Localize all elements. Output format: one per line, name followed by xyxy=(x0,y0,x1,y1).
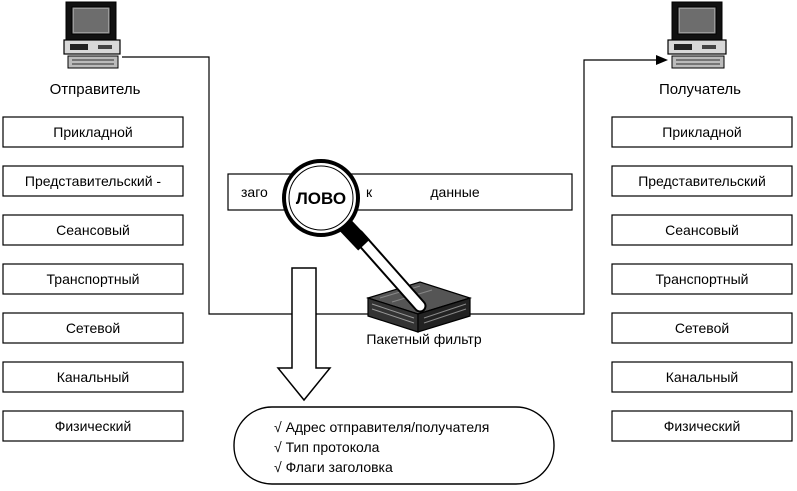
receiver-layer-box xyxy=(611,312,793,344)
magnifier-icon xyxy=(282,159,427,313)
sender-layer-box xyxy=(2,165,184,197)
sender-computer-icon xyxy=(63,1,121,69)
down-arrow-icon xyxy=(276,267,332,402)
packet-payload: данные xyxy=(430,184,479,200)
sender-layer-label: Сеансовый xyxy=(56,222,130,238)
sender-layer-label: Транспортный xyxy=(47,271,140,287)
sender-title: Отправитель xyxy=(50,81,141,98)
receiver-layer-box xyxy=(611,116,793,148)
receiver-layer-label: Канальный xyxy=(666,369,739,385)
connection-line xyxy=(122,55,668,315)
receiver-layer-box xyxy=(611,263,793,295)
sender-layer-label: Физический xyxy=(55,418,132,434)
sender-layer-label: Канальный xyxy=(57,369,130,385)
receiver-layer-label: Представительский xyxy=(638,173,766,189)
receiver-layer-box xyxy=(611,361,793,393)
receiver-layer-box xyxy=(611,410,793,442)
packet-filter-label: Пакетный фильтр xyxy=(366,331,481,347)
sender-layer-label: Представительский - xyxy=(25,173,161,189)
checks-oval xyxy=(233,406,555,485)
sender-layer-box xyxy=(2,410,184,442)
packet-header-right: к xyxy=(366,184,373,200)
receiver-layer-label: Физический xyxy=(664,418,741,434)
check-item: √ Флаги заголовка xyxy=(274,459,393,475)
magnifier-text: ЛОВО xyxy=(296,189,346,208)
check-item: √ Тип протокола xyxy=(274,439,380,455)
packet-bar xyxy=(227,173,573,211)
receiver-layer-label: Сетевой xyxy=(675,320,729,336)
connection-arrow-icon xyxy=(656,55,668,65)
receiver-layer-stack: ПрикладнойПредставительскийСеансовыйТран… xyxy=(611,116,793,442)
receiver-title: Получатель xyxy=(659,81,741,98)
receiver-computer-icon xyxy=(667,1,727,69)
sender-layer-box xyxy=(2,312,184,344)
receiver-layer-label: Транспортный xyxy=(656,271,749,287)
check-item: √ Адрес отправителя/получателя xyxy=(274,419,489,435)
receiver-layer-label: Прикладной xyxy=(662,124,741,140)
receiver-layer-box xyxy=(611,214,793,246)
sender-layer-box xyxy=(2,116,184,148)
packet-header-left: заго xyxy=(241,184,268,200)
sender-layer-label: Прикладной xyxy=(53,124,132,140)
sender-layer-box xyxy=(2,361,184,393)
sender-layer-label: Сетевой xyxy=(66,320,120,336)
sender-layer-box xyxy=(2,263,184,295)
receiver-layer-box xyxy=(611,165,793,197)
receiver-layer-label: Сеансовый xyxy=(665,222,739,238)
sender-layer-box xyxy=(2,214,184,246)
